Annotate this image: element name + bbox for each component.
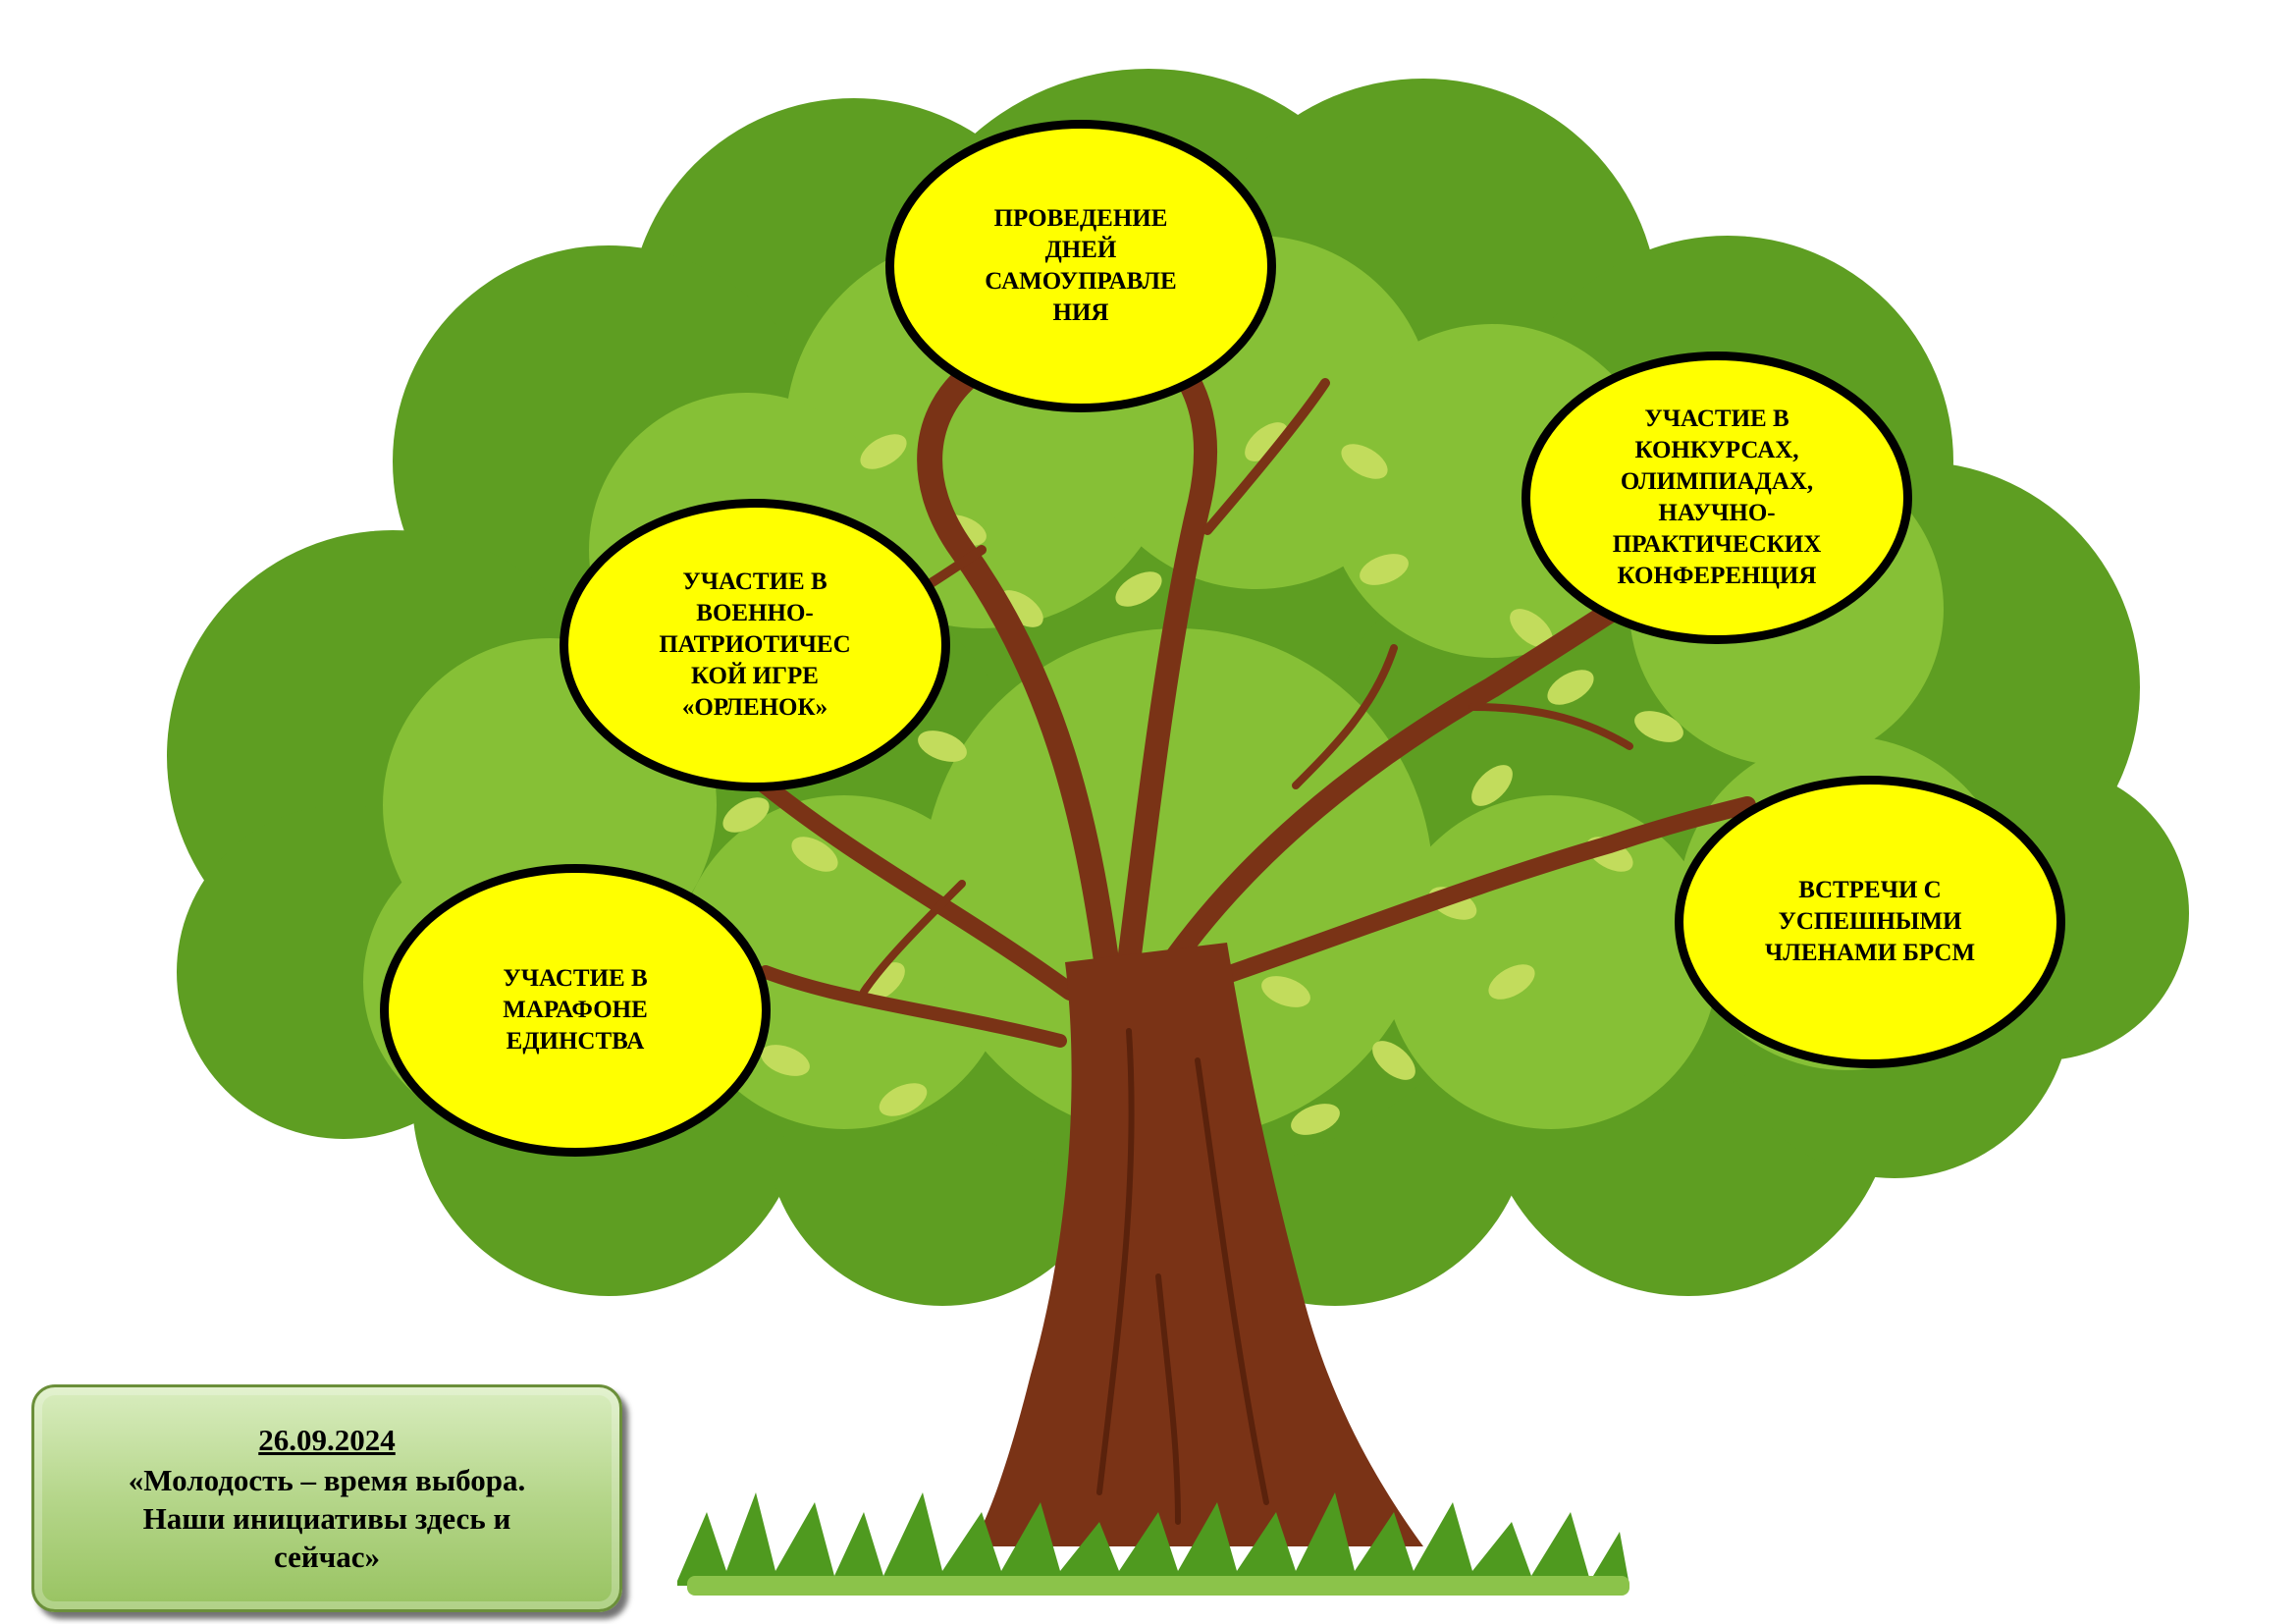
initiative-label: УЧАСТИЕ В КОНКУРСАХ, ОЛИМПИАДАХ, НАУЧНО-… — [1612, 406, 1822, 589]
initiative-bubble-contests: УЧАСТИЕ В КОНКУРСАХ, ОЛИМПИАДАХ, НАУЧНО-… — [1522, 352, 1912, 644]
trunk-texture — [1096, 1028, 1269, 1525]
tree-trunk — [972, 943, 1423, 1546]
initiative-label: ВСТРЕЧИ С УСПЕШНЫМИ ЧЛЕНАМИ БРСМ — [1764, 877, 1976, 966]
initiative-bubble-military-game: УЧАСТИЕ В ВОЕННО- ПАТРИОТИЧЕС КОЙ ИГРЕ «… — [560, 499, 950, 791]
initiative-bubble-meetings: ВСТРЕЧИ С УСПЕШНЫМИ ЧЛЕНАМИ БРСМ — [1675, 776, 2065, 1068]
event-date: 26.09.2024 — [258, 1422, 396, 1457]
initiative-bubble-unity-marathon: УЧАСТИЕ В МАРАФОНЕ ЕДИНСТВА — [380, 864, 771, 1157]
initiative-label: ПРОВЕДЕНИЕ ДНЕЙ САМОУПРАВЛЕ НИЯ — [985, 205, 1177, 326]
initiative-label: УЧАСТИЕ В МАРАФОНЕ ЕДИНСТВА — [503, 965, 648, 1055]
initiative-bubble-self-government-days: ПРОВЕДЕНИЕ ДНЕЙ САМОУПРАВЛЕ НИЯ — [885, 120, 1276, 412]
initiative-label: УЧАСТИЕ В ВОЕННО- ПАТРИОТИЧЕС КОЙ ИГРЕ «… — [659, 568, 851, 721]
grass — [677, 1492, 1629, 1596]
caption-box: 26.09.2024 «Молодость – время выбора. На… — [31, 1384, 622, 1612]
event-title: «Молодость – время выбора. Наши инициати… — [128, 1462, 526, 1574]
